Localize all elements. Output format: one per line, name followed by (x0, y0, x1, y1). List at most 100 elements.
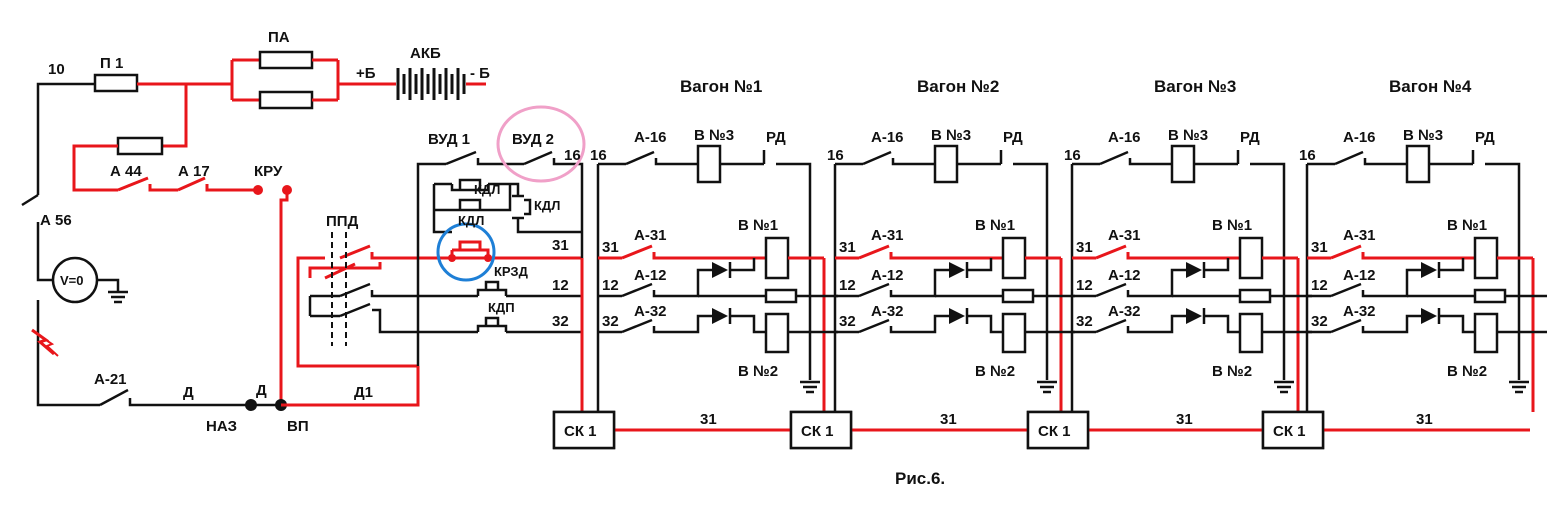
diode-icon (712, 262, 728, 278)
label-a32: А-32 (634, 303, 667, 320)
label-bus-31: 31 (700, 411, 717, 428)
label-w16: 16 (1064, 147, 1081, 164)
label-v2: В №2 (975, 363, 1015, 380)
label-kru: КРУ (254, 163, 283, 180)
label-wire-d: Д (183, 384, 194, 401)
naz-contact (245, 399, 257, 411)
relay-v2 (764, 312, 790, 354)
label-a12: А-12 (871, 267, 904, 284)
fuse-a44 (116, 136, 164, 156)
relay-v3 (696, 144, 722, 184)
label-v1: В №1 (1212, 217, 1252, 234)
label-v1: В №1 (975, 217, 1015, 234)
label-wire-d1: Д1 (354, 384, 373, 401)
diode-icon (1421, 262, 1437, 278)
car-title: Вагон №4 (1389, 77, 1472, 96)
label-kdl-1: КДЛ (474, 182, 500, 197)
label-w31: 31 (1076, 239, 1093, 256)
label-v3: В №3 (1403, 127, 1443, 144)
label-bus-31: 31 (940, 411, 957, 428)
label-v2: В №2 (738, 363, 778, 380)
label-w31: 31 (602, 239, 619, 256)
ppd-section (296, 232, 582, 368)
label-wire-12: 12 (552, 277, 569, 294)
label-a32: А-32 (1343, 303, 1376, 320)
label-ppd: ППД (326, 213, 359, 230)
car-title: Вагон №1 (680, 77, 762, 96)
label-w12: 12 (602, 277, 619, 294)
label-kdl-3: КДЛ (458, 213, 484, 228)
labels: 10 П 1 ПА АКБ +Б - Б А 56 V=0 А 44 А 17 … (40, 29, 945, 488)
relay-v2 (1238, 312, 1264, 354)
kru-contact-1 (253, 185, 263, 195)
label-a12: А-12 (1343, 267, 1376, 284)
label-sk1-top: СК 1 (564, 423, 597, 440)
label-w16: 16 (827, 147, 844, 164)
label-v2: В №2 (1447, 363, 1487, 380)
label-sk1-top: СК 1 (1273, 423, 1306, 440)
label-switch-a44: А 44 (110, 163, 142, 180)
label-bus-31: 31 (1176, 411, 1193, 428)
label-a32: А-32 (871, 303, 904, 320)
label-naz: НАЗ (206, 418, 237, 435)
sk1-box-top (552, 410, 616, 450)
label-wire-d-2: Д (256, 382, 267, 399)
label-kdp: КДП (488, 300, 515, 315)
label-w12: 12 (1076, 277, 1093, 294)
label-a31: А-31 (634, 227, 667, 244)
label-krzd: КРЗД (494, 264, 529, 279)
label-v2: В №2 (1212, 363, 1252, 380)
diode-icon (1421, 308, 1437, 324)
label-rd: РД (1003, 129, 1023, 146)
label-a16: А-16 (1108, 129, 1141, 146)
car-title: Вагон №3 (1154, 77, 1236, 96)
label-wire-31: 31 (552, 237, 569, 254)
relay-v3 (1405, 144, 1431, 184)
sk1-box-top (1261, 410, 1325, 450)
label-v1: В №1 (738, 217, 778, 234)
spark-icon (31, 328, 59, 357)
vud2-highlight (496, 105, 586, 183)
label-battery: АКБ (410, 45, 441, 62)
label-sk1-top: СК 1 (1038, 423, 1071, 440)
label-fuse-pa: ПА (268, 29, 290, 46)
label-v3: В №3 (1168, 127, 1208, 144)
diode-icon (949, 308, 965, 324)
diode-icon (1186, 262, 1202, 278)
label-switch-a56: А 56 (40, 212, 72, 229)
relay-v1 (1238, 236, 1264, 280)
label-v3: В №3 (694, 127, 734, 144)
label-a31: А-31 (871, 227, 904, 244)
power-section (21, 50, 486, 411)
cars-layer: Вагон №1 СК 1 А-16 В №3 РД 16 31 А-31 В №1 12 А-12… (552, 77, 1547, 450)
label-w16: 16 (1299, 147, 1316, 164)
label-a12: А-12 (634, 267, 667, 284)
relay-v1 (1473, 236, 1499, 280)
label-rd: РД (766, 129, 786, 146)
relay-v1 (764, 236, 790, 280)
label-a16: А-16 (1343, 129, 1376, 146)
label-wire-10: 10 (48, 61, 65, 78)
label-v1: В №1 (1447, 217, 1487, 234)
label-rd: РД (1240, 129, 1260, 146)
diode-icon (949, 262, 965, 278)
label-w32: 32 (839, 313, 856, 330)
sk1-box-top (1026, 410, 1090, 450)
diode-icon (1186, 308, 1202, 324)
label-sk1-top: СК 1 (801, 423, 834, 440)
label-switch-a21: А-21 (94, 371, 127, 388)
label-rd: РД (1475, 129, 1495, 146)
fuse-pa-2 (258, 90, 314, 110)
car-title: Вагон №2 (917, 77, 999, 96)
relay-v3 (933, 144, 959, 184)
label-w12: 12 (1311, 277, 1328, 294)
relay-v2 (1473, 312, 1499, 354)
resistor (1238, 288, 1272, 304)
resistor (1001, 288, 1035, 304)
label-w12: 12 (839, 277, 856, 294)
label-w16: 16 (590, 147, 607, 164)
relay-v2 (1001, 312, 1027, 354)
kdl-highlight (436, 222, 496, 282)
label-vud2: ВУД 2 (512, 131, 554, 148)
